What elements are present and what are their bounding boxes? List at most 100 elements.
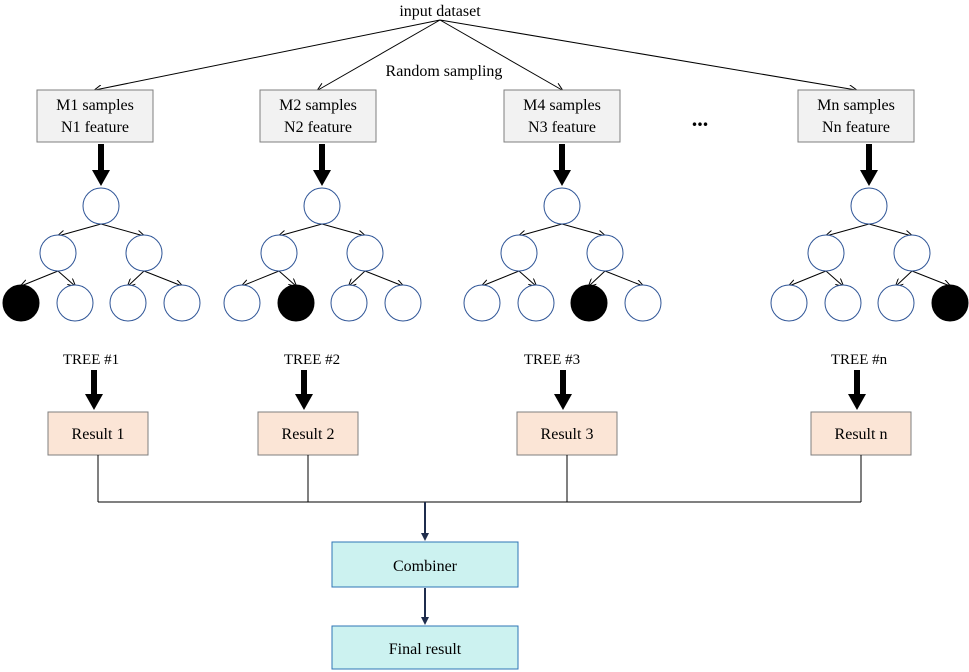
tree-leaf [877,284,915,322]
sample-box-line1: M2 samples [279,97,357,114]
tree-edge [561,223,605,236]
tree-edge [911,270,950,286]
thick-arrow-shaft [866,144,872,172]
result-label: Result 1 [72,426,125,443]
result-label: Result n [835,426,888,443]
tree-edge [364,270,403,286]
tree-label: TREE #3 [524,352,580,368]
tree-edge [789,270,827,286]
sample-box-line2: Nn feature [822,119,890,136]
tree-edge [278,270,296,286]
sample-box-line2: N1 feature [61,119,129,136]
tree-edge [896,270,913,286]
sampling-lines [95,19,856,90]
tree-edge [589,270,606,286]
tree-edge [128,270,145,286]
result-box [516,411,618,456]
sampling-line-4 [439,19,856,90]
tree-label: TREE #1 [63,352,119,368]
thick-arrow-shaft [91,370,97,396]
tree-node-internal [39,234,77,272]
tree-edge [21,270,59,286]
tree-label: TREE #2 [284,352,340,368]
tree-node-internal [260,234,298,272]
tree-leaf [56,284,94,322]
thick-arrow-head [553,170,571,186]
result-label: Result 2 [282,426,335,443]
tree-edge [242,270,280,286]
tree-node-internal [346,234,384,272]
result-box [257,411,359,456]
thick-arrow-shaft [560,370,566,396]
thick-arrow-head [554,394,572,410]
result-label: Result 3 [541,426,594,443]
thick-arrow-shaft [854,370,860,396]
sample-box-line1: Mn samples [817,97,895,114]
tree-edge [57,270,75,286]
sample-box-line2: N3 feature [528,119,596,136]
tree-leaf [463,284,501,322]
sampling-line-3 [439,19,562,90]
thick-arrow-shaft [301,370,307,396]
tree-leaf [223,284,261,322]
tree-node-root [303,187,341,225]
thick-arrow-shaft [98,144,104,172]
tree-leaf [330,284,368,322]
tree-node-internal [893,234,931,272]
tree-leaf [517,284,555,322]
tree-edge [518,270,536,286]
thick-arrow-head [848,394,866,410]
tree-edge [100,223,144,236]
tree-leaf-selected [570,284,608,322]
tree-label: TREE #n [831,352,888,368]
input-dataset-label: input dataset [399,3,481,20]
tree-leaf [163,284,201,322]
tree-node-internal [125,234,163,272]
result-box [810,411,912,456]
tree-leaf [824,284,862,322]
tree-edge [482,270,520,286]
thick-arrow-shaft [319,144,325,172]
thick-arrow-head [92,170,110,186]
tree-edge [279,223,323,236]
tree-leaf-selected [277,284,315,322]
thick-arrow-head [313,170,331,186]
ellipsis: ... [692,106,709,131]
collector-lines [97,455,862,541]
tree-leaf [384,284,422,322]
tree-node-internal [586,234,624,272]
sample-box [503,89,621,143]
tree-leaf-selected [931,284,969,322]
tree-edge [321,223,365,236]
combiner-label: Combiner [393,558,458,575]
tree-leaf [109,284,147,322]
tree-edge [143,270,182,286]
tree-node-internal [500,234,538,272]
sample-box-line1: M1 samples [56,97,134,114]
sampling-line-2 [318,19,441,90]
final-result-label: Final result [389,641,462,658]
sample-box [259,89,377,143]
sample-box [797,89,915,143]
tree-edge [868,223,912,236]
thick-arrow-head [85,394,103,410]
tree-leaf [770,284,808,322]
tree-node-root [850,187,888,225]
tree-leaf [624,284,662,322]
tree-edge [58,223,102,236]
tree-edge [349,270,366,286]
thick-arrow-shaft [559,144,565,172]
tree-node-root [543,187,581,225]
sample-box-line2: N2 feature [284,119,352,136]
tree-edge [825,270,843,286]
combiner-box [331,541,519,588]
tree-node-internal [807,234,845,272]
tree-leaf-selected [2,284,40,322]
thick-arrow-head [860,170,878,186]
